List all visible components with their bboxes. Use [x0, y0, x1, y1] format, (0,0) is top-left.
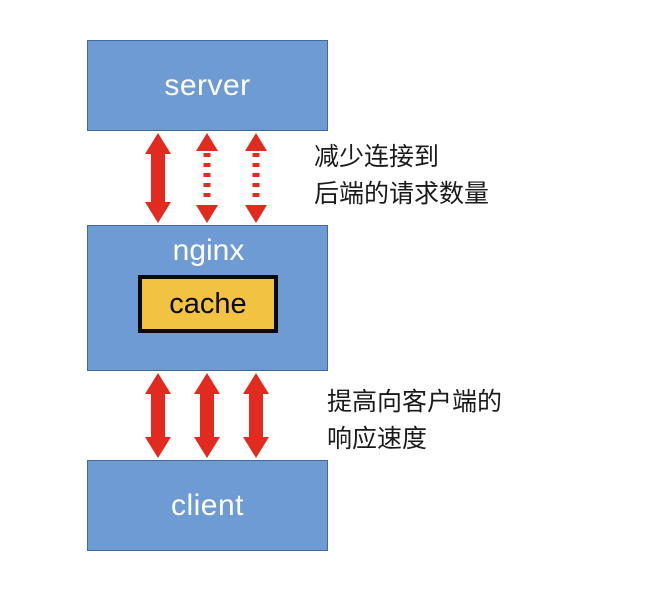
- node-client-label: client: [170, 488, 245, 522]
- caption-improve-client-response: 提高向客户端的 响应速度: [327, 387, 503, 453]
- node-server-label: server: [164, 68, 251, 102]
- node-nginx-label: nginx: [172, 234, 245, 267]
- node-nginx[interactable]: nginx cache: [87, 225, 328, 371]
- arrow-nginx-client-solid-2[interactable]: [194, 373, 220, 458]
- arrow-group-nginx-client: [145, 373, 269, 458]
- arrow-server-nginx-solid[interactable]: [145, 133, 171, 223]
- node-server[interactable]: server: [87, 40, 328, 131]
- arrow-group-server-nginx: [145, 133, 267, 223]
- arrow-server-nginx-dotted-2[interactable]: [245, 133, 267, 223]
- node-cache-label: cache: [169, 287, 247, 320]
- caption-reduce-backend-requests: 减少连接到 后端的请求数量: [314, 142, 490, 208]
- arrow-nginx-client-solid-3[interactable]: [243, 373, 269, 458]
- node-client[interactable]: client: [87, 460, 328, 551]
- arrow-nginx-client-solid-1[interactable]: [145, 373, 171, 458]
- node-cache[interactable]: cache: [138, 275, 278, 333]
- arrow-server-nginx-dotted-1[interactable]: [196, 133, 218, 223]
